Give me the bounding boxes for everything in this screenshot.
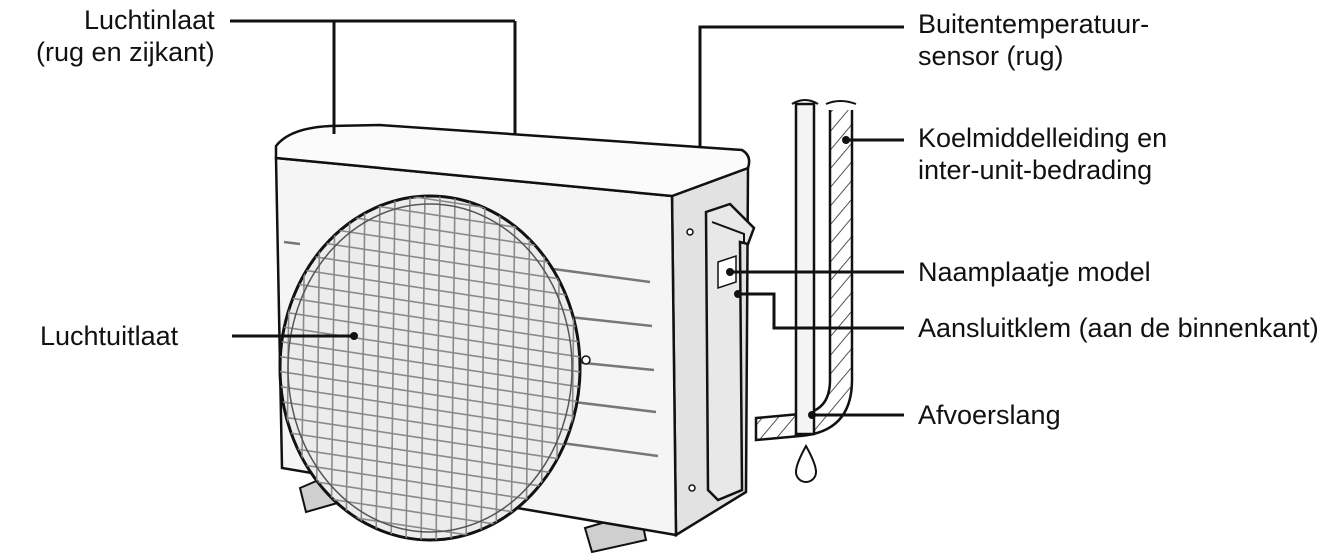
label-outdoor-temp-sensor-line1: Buitentemperatuur- <box>918 9 1150 39</box>
leader-dots <box>350 136 850 419</box>
label-air-inlet: Luchtinlaat (rug en zijkant) <box>36 4 215 68</box>
label-terminal-block: Aansluitklem (aan de binnenkant) <box>918 313 1319 343</box>
label-air-inlet-line2: (rug en zijkant) <box>36 37 215 67</box>
label-air-inlet-line1: Luchtinlaat <box>84 5 215 35</box>
label-refrigerant-piping-line1: Koelmiddelleiding en <box>918 123 1168 153</box>
label-air-outlet: Luchtuitlaat <box>40 321 179 351</box>
water-drop-icon <box>794 443 818 483</box>
label-outdoor-temp-sensor-line2: sensor (rug) <box>918 41 1064 71</box>
label-refrigerant-piping: Koelmiddelleiding en inter-unit-bedradin… <box>918 122 1167 186</box>
label-model-nameplate: Naamplaatje model <box>918 257 1151 287</box>
fan-grille <box>278 194 591 542</box>
label-outdoor-temp-sensor: Buitentemperatuur- sensor (rug) <box>918 8 1149 72</box>
drain-hose <box>791 99 819 483</box>
front-louvers <box>283 240 659 458</box>
leader-lines <box>230 19 904 417</box>
label-refrigerant-piping-line2: inter-unit-bedrading <box>918 155 1153 185</box>
refrigerant-piping <box>754 100 857 442</box>
unit-top-cover <box>274 123 751 198</box>
label-drain-hose: Afvoerslang <box>918 400 1061 430</box>
